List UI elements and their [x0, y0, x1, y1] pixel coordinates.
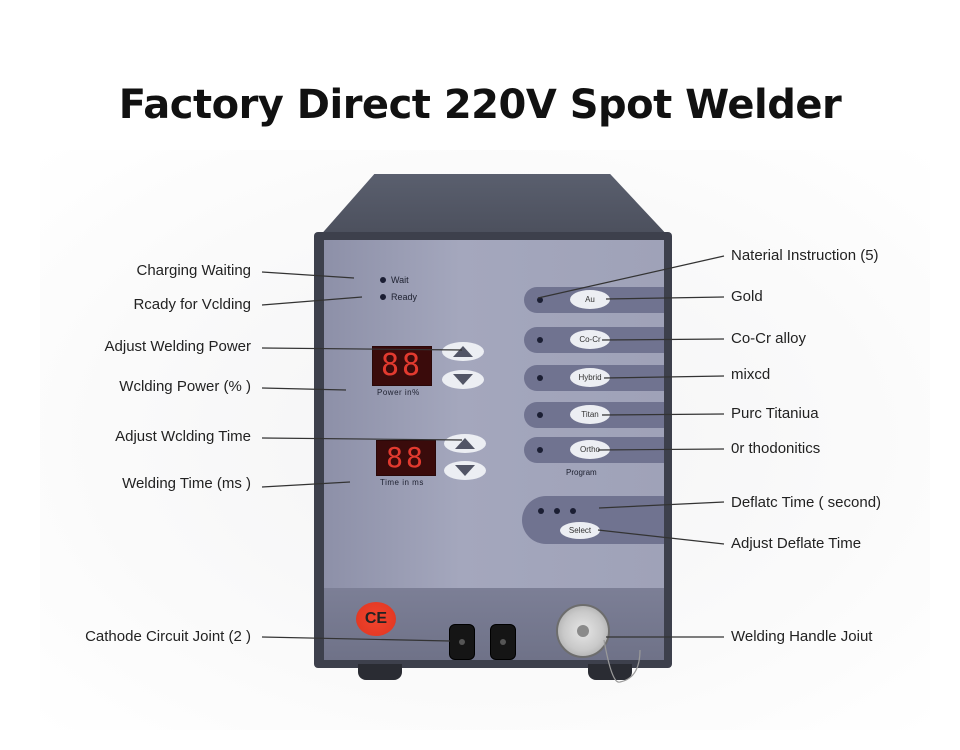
- ce-mark-badge: CE: [356, 602, 396, 636]
- material-strip-hybrid: Hybrid: [524, 365, 664, 391]
- power-up-button[interactable]: [442, 342, 484, 361]
- material-strip-ortho: Ortho: [524, 437, 664, 463]
- callout-co-cr-alloy: Co-Cr alloy: [731, 330, 807, 347]
- device-foot-right: [588, 664, 632, 680]
- callout-charging-waiting: Charging Waiting: [136, 262, 252, 279]
- deflate-led-2: [554, 508, 560, 514]
- program-label: Program: [566, 468, 597, 477]
- wait-led-label: Wait: [391, 275, 409, 285]
- callout-adjust-welding-time: Adjust Wclding Time: [115, 428, 251, 445]
- material-strip-au: Au: [524, 287, 664, 313]
- material-led-ortho: [537, 447, 543, 453]
- page-title: Factory Direct 220V Spot Welder: [118, 82, 842, 128]
- power-display-label: Power in%: [377, 388, 420, 397]
- material-button-titan[interactable]: Titan: [570, 405, 610, 424]
- time-up-button[interactable]: [444, 434, 486, 453]
- time-display: 88: [376, 440, 436, 476]
- material-strip-titan: Titan: [524, 402, 664, 428]
- callout-ready-for-welding: Rcady for Vclding: [133, 296, 251, 313]
- cathode-jack-1: [449, 624, 475, 660]
- material-button-hybrid[interactable]: Hybrid: [570, 368, 610, 387]
- arrow-up-icon: [453, 346, 473, 357]
- ready-led: [380, 294, 386, 300]
- ready-led-label: Ready: [391, 292, 418, 302]
- power-down-button[interactable]: [442, 370, 484, 389]
- callout-adjust-deflate-time: Adjust Deflate Time: [731, 535, 862, 552]
- callout-orthodontics: 0r thodonitics: [731, 440, 821, 457]
- callout-cathode-circuit-joint: Cathode Circuit Joint (2 ): [85, 628, 251, 645]
- deflate-led-3: [570, 508, 576, 514]
- time-down-button[interactable]: [444, 461, 486, 480]
- material-button-co-cr[interactable]: Co-Cr: [570, 330, 610, 349]
- deflate-led-1: [538, 508, 544, 514]
- callout-material-instruction: Naterial Instruction (5): [731, 247, 879, 264]
- deflate-select-button[interactable]: Select: [560, 522, 600, 539]
- callout-pure-titanium: Purc Titaniua: [731, 405, 819, 422]
- device-top-cover: [318, 174, 670, 238]
- callout-welding-power: Wclding Power (% ): [119, 378, 251, 395]
- callout-welding-handle-joint: Welding Handle Joiut: [731, 628, 873, 645]
- cathode-jack-2: [490, 624, 516, 660]
- material-button-au[interactable]: Au: [570, 290, 610, 309]
- callout-deflate-time: Deflatc Time ( second): [731, 494, 882, 511]
- material-button-ortho[interactable]: Ortho: [570, 440, 610, 459]
- callout-adjust-welding-power: Adjust Welding Power: [104, 338, 251, 355]
- material-strip-co-cr: Co-Cr: [524, 327, 664, 353]
- arrow-up-icon: [455, 438, 475, 449]
- callout-mixed: mixcd: [731, 366, 771, 383]
- arrow-down-icon: [453, 374, 473, 385]
- callout-gold: Gold: [731, 288, 763, 305]
- time-display-label: Time in ms: [380, 478, 424, 487]
- material-led-au: [537, 297, 543, 303]
- material-led-hybrid: [537, 375, 543, 381]
- power-display: 88: [372, 346, 432, 386]
- device-foot-left: [358, 664, 402, 680]
- arrow-down-icon: [455, 465, 475, 476]
- welding-handle-joint: [556, 604, 610, 658]
- material-led-titan: [537, 412, 543, 418]
- deflate-control-pod: Select: [522, 496, 664, 544]
- wait-led: [380, 277, 386, 283]
- callout-welding-time: Welding Time (ms ): [122, 475, 251, 492]
- material-led-co-cr: [537, 337, 543, 343]
